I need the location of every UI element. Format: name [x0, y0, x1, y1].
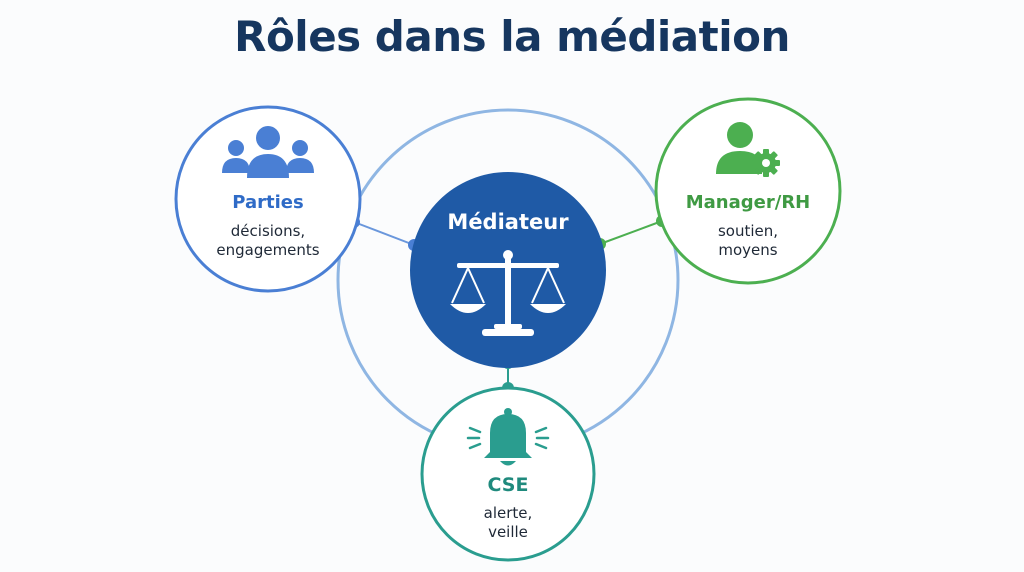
cse-node — [420, 386, 596, 562]
connector-manager — [599, 220, 663, 245]
scales-icon — [450, 250, 566, 336]
people-group-icon — [222, 126, 314, 178]
user-gear-icon — [716, 122, 780, 177]
bell-alert-icon — [466, 408, 550, 466]
parties-node — [174, 105, 362, 293]
manager-desc-line2: moyens — [718, 241, 778, 259]
parties-label: Parties — [232, 192, 304, 213]
cse-label: CSE — [487, 474, 529, 496]
parties-desc-line1: décisions, — [230, 222, 306, 240]
manager-node — [654, 97, 842, 285]
manager-desc-line1: soutien, — [717, 222, 779, 240]
cse-desc-line2: veille — [488, 523, 528, 541]
cse-desc-line1: alerte, — [483, 504, 533, 522]
parties-desc-line2: engagements — [216, 241, 320, 259]
page-title: Rôles dans la médiation — [234, 12, 790, 61]
connector-parties — [353, 221, 415, 246]
manager-label: Manager/RH — [685, 192, 811, 213]
mediator-label: Médiateur — [447, 210, 569, 234]
